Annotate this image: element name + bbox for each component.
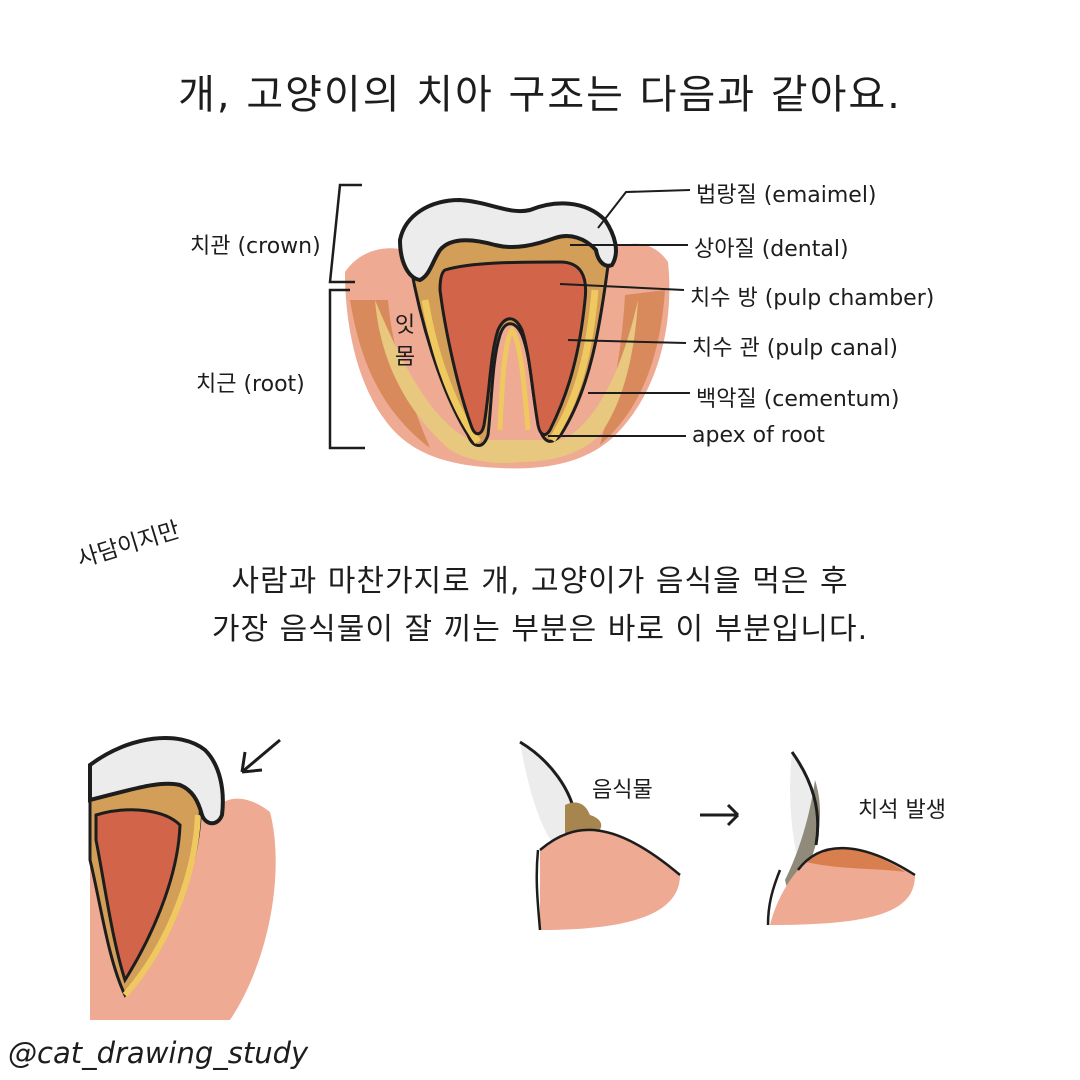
page-title: 개, 고양이의 치아 구조는 다음과 같아요. bbox=[178, 72, 902, 118]
tartar-label: 치석 발생 bbox=[858, 798, 946, 823]
part-label-cementum: 백악질 (cementum) bbox=[696, 387, 900, 412]
food-gum bbox=[540, 829, 680, 930]
part-label-apex: apex of root bbox=[692, 423, 825, 448]
leader-pulp-canal bbox=[567, 339, 687, 344]
zoom-enamel bbox=[88, 736, 225, 826]
alveolar-layer bbox=[375, 300, 638, 464]
body-line-1: 사람과 마찬가지로 개, 고양이가 음식을 먹은 후 bbox=[231, 564, 849, 599]
part-label-pulp-canal: 치수 관 (pulp canal) bbox=[692, 336, 898, 361]
body-line-2: 가장 음식물이 잘 끼는 부분은 바로 이 부분입니다. bbox=[211, 612, 869, 647]
pulp-canal bbox=[497, 325, 531, 431]
cementum-line bbox=[421, 289, 599, 445]
leader-enamel bbox=[597, 189, 691, 229]
crown-bracket bbox=[328, 183, 362, 284]
food-tooth-line bbox=[535, 849, 542, 931]
food-tooth bbox=[520, 742, 575, 850]
gum-label: 잇몸 bbox=[394, 313, 416, 370]
zoom-cementum bbox=[122, 814, 201, 997]
part-label-enamel: 법랑질 (emaimel) bbox=[696, 183, 877, 208]
pulp bbox=[438, 260, 588, 437]
crown-label: 치관 (crown) bbox=[190, 234, 321, 259]
tartar-gum-edge bbox=[796, 846, 916, 877]
part-label-pulp-chamber: 치수 방 (pulp chamber) bbox=[690, 286, 935, 311]
tartar-tooth-line bbox=[766, 869, 782, 926]
zoom-pulp bbox=[94, 808, 182, 984]
root-label: 치근 (root) bbox=[196, 372, 305, 397]
enamel bbox=[397, 197, 618, 283]
arrow-icon bbox=[240, 738, 281, 774]
tartar-tooth-edge bbox=[790, 751, 820, 846]
tartar-gum-inflamed bbox=[806, 849, 905, 872]
leader-pulp-chamber bbox=[559, 283, 685, 291]
credit-handle: @cat_drawing_study bbox=[8, 1036, 309, 1070]
food-gum-edge bbox=[539, 828, 681, 876]
gum-band-left bbox=[350, 300, 430, 448]
gum-band-right bbox=[600, 290, 665, 445]
food-label: 음식물 bbox=[592, 778, 653, 803]
part-label-dentin: 상아질 (dental) bbox=[694, 237, 849, 262]
root-bracket bbox=[328, 288, 365, 450]
right-arrow-icon bbox=[700, 803, 740, 827]
tartar-deposit bbox=[785, 780, 820, 900]
